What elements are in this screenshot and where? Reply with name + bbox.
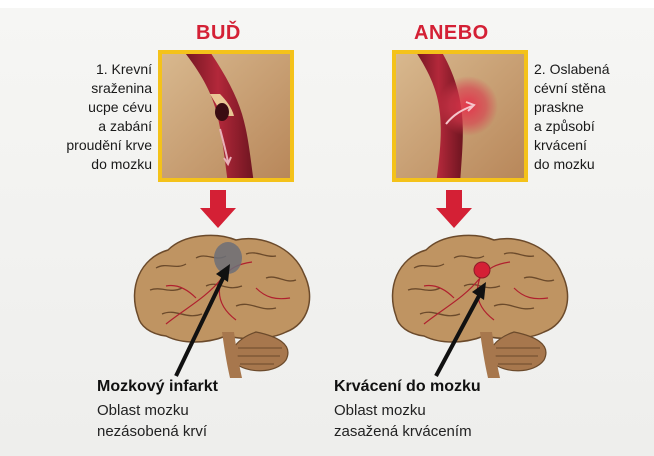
header-bud: BUĎ xyxy=(196,22,241,45)
left-caption-line: do mozku xyxy=(40,155,152,174)
right-caption: 2. Oslabená cévní stěna praskne a způsob… xyxy=(534,60,649,174)
infarct-description-line: nezásobená krví xyxy=(97,421,207,442)
left-caption-line: 1. Krevní xyxy=(40,60,152,79)
left-caption-line: proudění krve xyxy=(40,136,152,155)
ruptured-vessel-illustration xyxy=(396,54,524,178)
left-caption-line: sraženina xyxy=(40,79,152,98)
infarct-description: Oblast mozku nezásobená krví xyxy=(97,400,207,442)
right-caption-line: praskne xyxy=(534,98,649,117)
header-anebo: ANEBO xyxy=(414,22,489,45)
left-caption-line: ucpe cévu xyxy=(40,98,152,117)
clot-vessel-panel xyxy=(158,50,294,182)
right-caption-line: a způsobí xyxy=(534,117,649,136)
right-caption-line: cévní stěna xyxy=(534,79,649,98)
right-caption-line: krvácení xyxy=(534,136,649,155)
right-caption-line: 2. Oslabená xyxy=(534,60,649,79)
hemorrhage-title: Krvácení do mozku xyxy=(334,378,481,396)
infarct-title: Mozkový infarkt xyxy=(97,378,218,396)
hemorrhage-description: Oblast mozku zasažená krvácením xyxy=(334,400,472,442)
hemorrhage-vessel-panel xyxy=(392,50,528,182)
top-strip xyxy=(0,0,654,8)
pointer-arrow-icon xyxy=(172,264,232,380)
infarct-description-line: Oblast mozku xyxy=(97,400,207,421)
clot-vessel-illustration xyxy=(162,54,290,178)
down-arrow-icon xyxy=(200,190,236,228)
down-arrow-icon xyxy=(436,190,472,228)
left-caption-line: a zabání xyxy=(40,117,152,136)
right-caption-line: do mozku xyxy=(534,155,649,174)
pointer-arrow-icon xyxy=(432,282,488,380)
hemorrhage-description-line: Oblast mozku xyxy=(334,400,472,421)
left-caption: 1. Krevní sraženina ucpe cévu a zabání p… xyxy=(40,60,152,174)
hemorrhage-description-line: zasažená krvácením xyxy=(334,421,472,442)
